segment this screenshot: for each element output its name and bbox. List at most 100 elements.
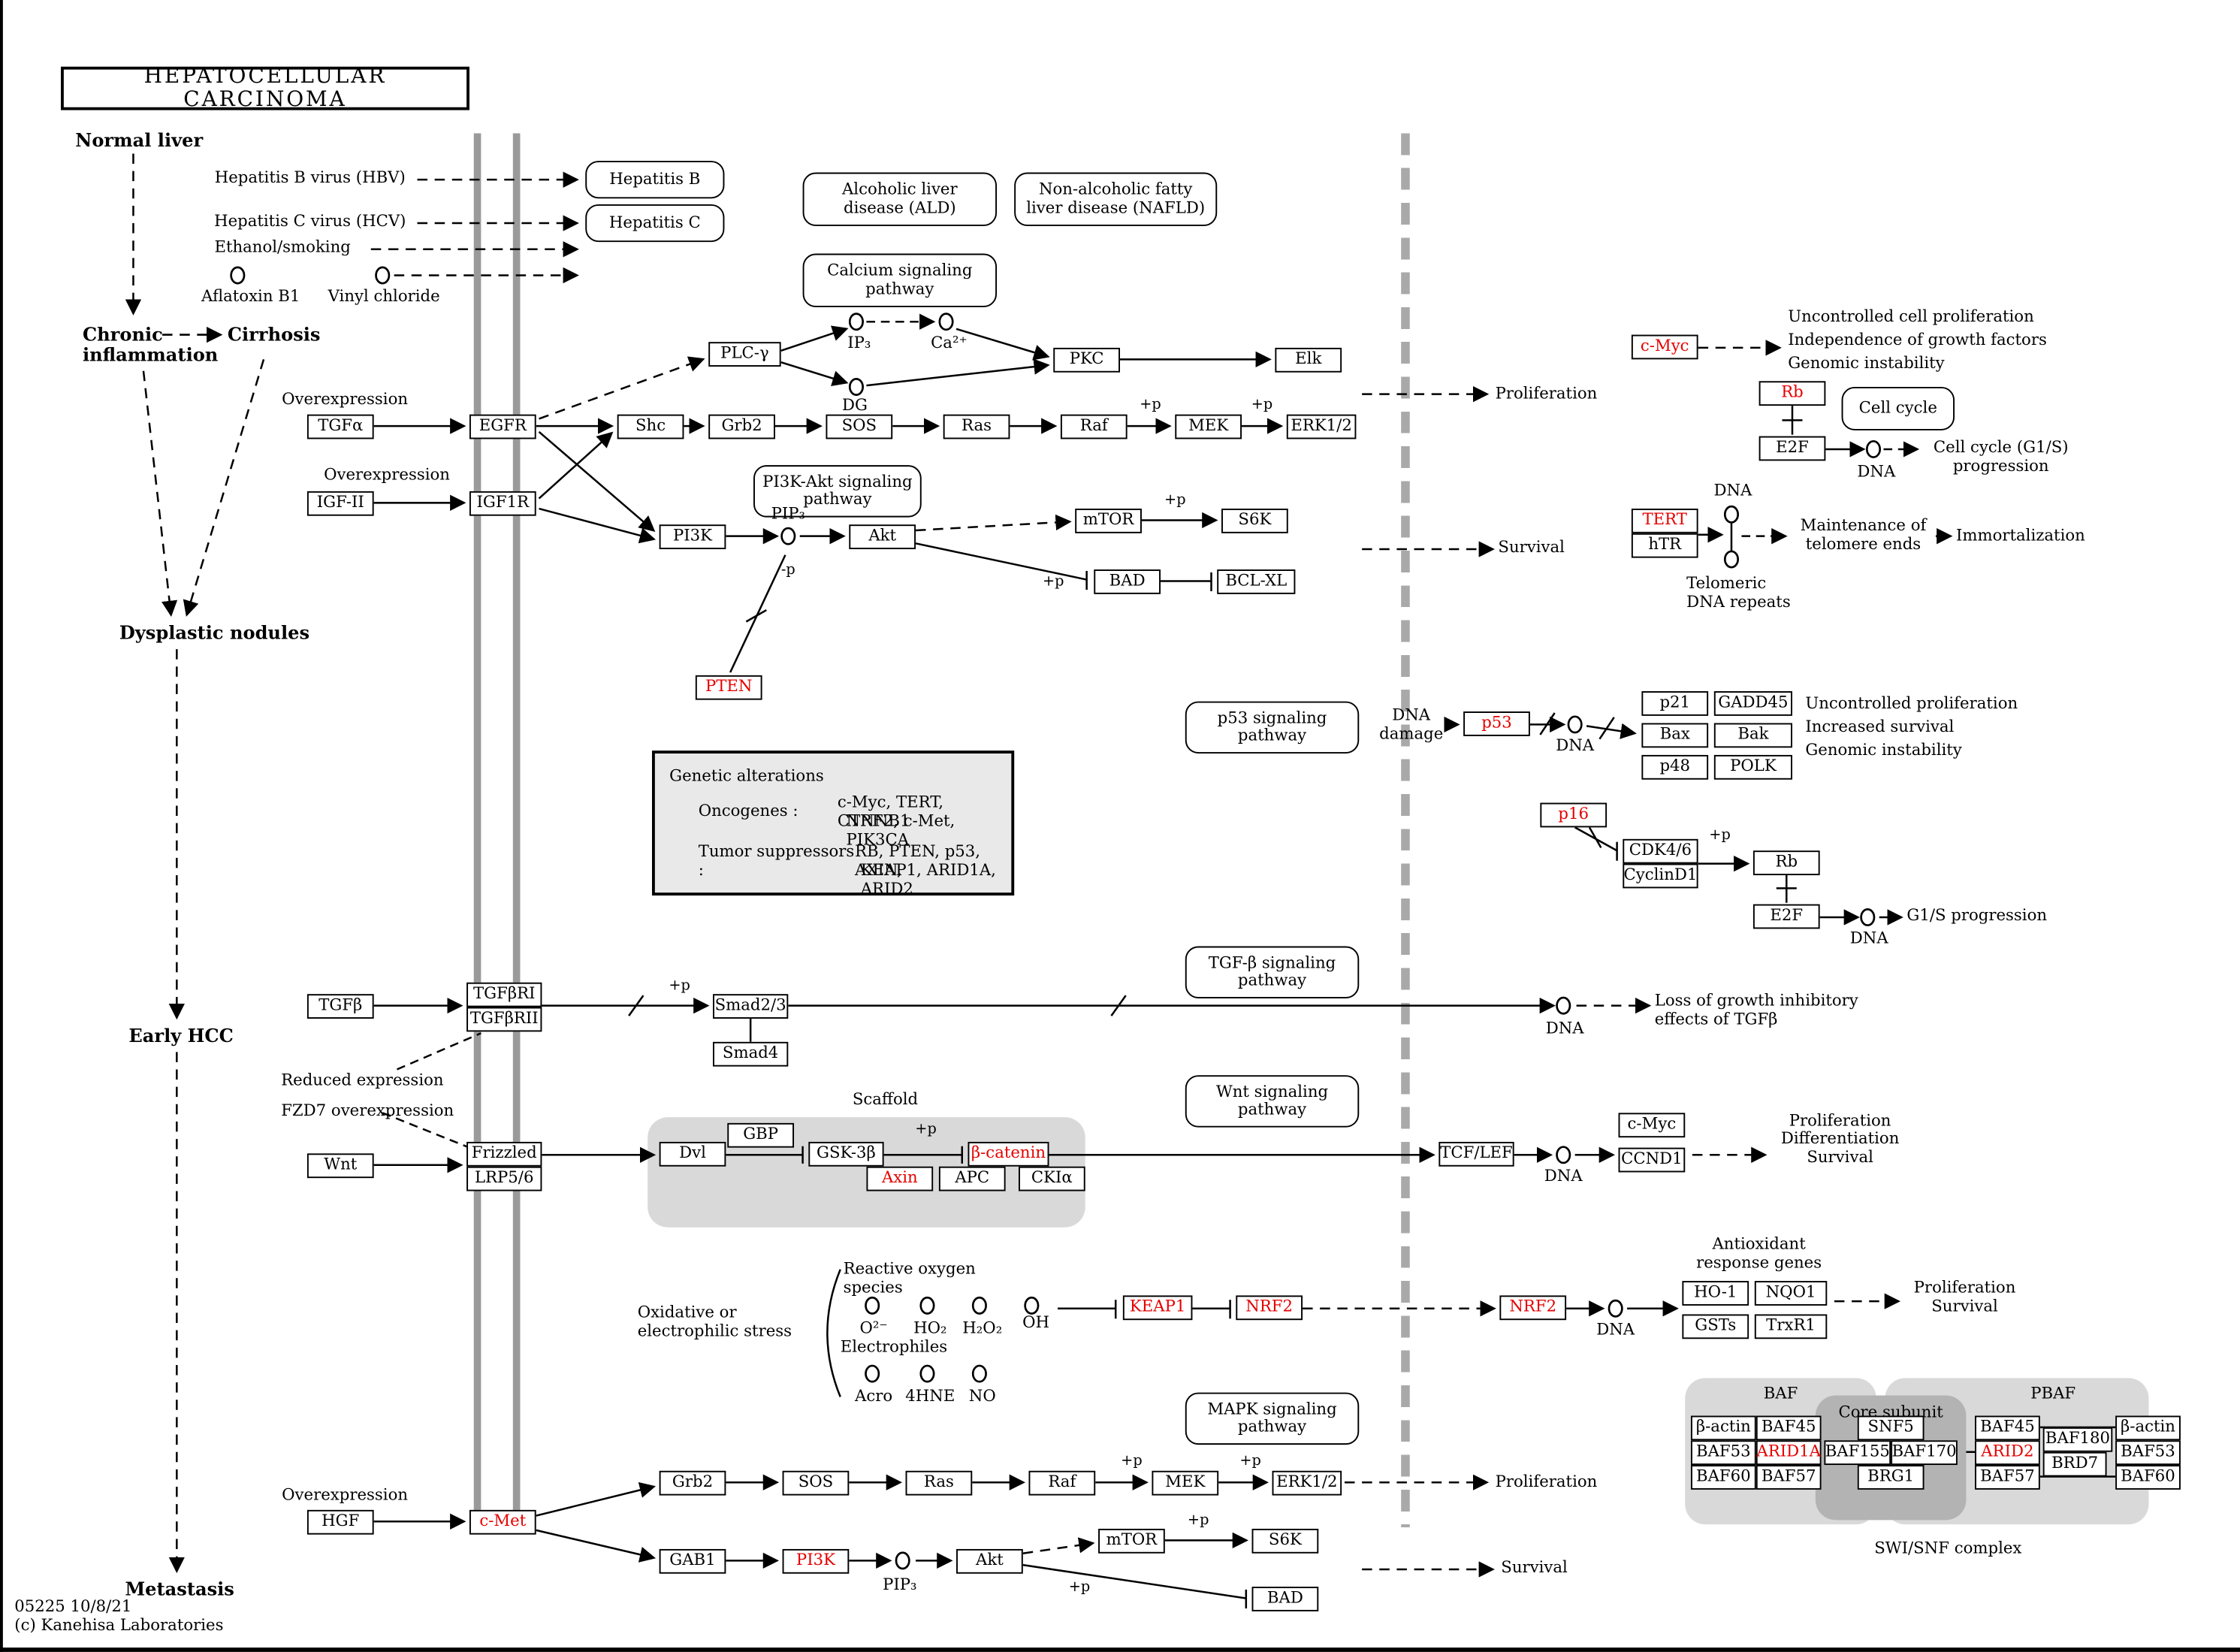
- node-frizzled[interactable]: Frizzled: [466, 1141, 542, 1167]
- node-cmyc-1[interactable]: c-Myc: [1631, 334, 1698, 360]
- node-gsts[interactable]: GSTs: [1682, 1314, 1749, 1339]
- node-p53-pathway[interactable]: p53 signaling pathway: [1185, 701, 1360, 754]
- node-tert[interactable]: TERT: [1631, 509, 1698, 533]
- node-gab1[interactable]: GAB1: [659, 1548, 726, 1574]
- node-baf53-1[interactable]: BAF53: [1690, 1440, 1756, 1466]
- node-smad4[interactable]: Smad4: [712, 1041, 789, 1067]
- node-ckia[interactable]: CKIα: [1018, 1166, 1085, 1191]
- node-arid2[interactable]: ARID2: [1975, 1440, 2040, 1466]
- node-rb-1[interactable]: Rb: [1758, 381, 1826, 406]
- node-raf-2[interactable]: Raf: [1028, 1470, 1096, 1496]
- node-tgfbr1[interactable]: TGFβRI: [466, 982, 542, 1007]
- node-hepatitis-b[interactable]: Hepatitis B: [585, 161, 725, 199]
- node-ras-2[interactable]: Ras: [905, 1470, 973, 1496]
- node-wnt-pathway[interactable]: Wnt signaling pathway: [1185, 1075, 1360, 1128]
- node-nafld[interactable]: Non-alcoholic fatty liver disease (NAFLD…: [1014, 172, 1218, 226]
- node-egfr[interactable]: EGFR: [469, 414, 536, 439]
- node-pi3k-akt-pathway[interactable]: PI3K-Akt signaling pathway: [753, 465, 922, 518]
- node-tgfbr2[interactable]: TGFβRII: [466, 1007, 542, 1032]
- node-baf155[interactable]: BAF155: [1824, 1440, 1891, 1466]
- node-keap1[interactable]: KEAP1: [1122, 1295, 1193, 1321]
- node-baf180[interactable]: BAF180: [2042, 1427, 2113, 1452]
- node-sos[interactable]: SOS: [826, 414, 893, 439]
- node-bad-1[interactable]: BAD: [1094, 569, 1161, 594]
- node-apc[interactable]: APC: [938, 1166, 1006, 1191]
- node-axin[interactable]: Axin: [866, 1166, 934, 1191]
- node-rb-2[interactable]: Rb: [1752, 850, 1820, 876]
- node-trxr1[interactable]: TrxR1: [1754, 1314, 1828, 1339]
- node-baf45-1[interactable]: BAF45: [1755, 1415, 1822, 1441]
- node-brg1[interactable]: BRG1: [1857, 1465, 1925, 1490]
- node-lrp56[interactable]: LRP5/6: [466, 1166, 542, 1191]
- node-baf60-2[interactable]: BAF60: [2115, 1465, 2181, 1490]
- node-cell-cycle[interactable]: Cell cycle: [1841, 387, 1955, 430]
- node-akt-1[interactable]: Akt: [849, 524, 916, 550]
- node-erk12[interactable]: ERK1/2: [1286, 414, 1357, 439]
- node-pten[interactable]: PTEN: [695, 675, 762, 700]
- node-erk12-2[interactable]: ERK1/2: [1272, 1470, 1342, 1496]
- node-tcflef[interactable]: TCF/LEF: [1438, 1141, 1514, 1167]
- node-bad-2[interactable]: BAD: [1251, 1587, 1319, 1611]
- node-htr[interactable]: hTR: [1631, 533, 1698, 558]
- node-dvl[interactable]: Dvl: [659, 1141, 726, 1167]
- node-baf53-2[interactable]: BAF53: [2115, 1440, 2181, 1466]
- node-p21[interactable]: p21: [1641, 691, 1709, 716]
- node-gadd45[interactable]: GADD45: [1713, 691, 1792, 716]
- node-gbp[interactable]: GBP: [727, 1122, 795, 1148]
- node-baf45-2[interactable]: BAF45: [1975, 1415, 2040, 1441]
- node-hepatitis-c[interactable]: Hepatitis C: [585, 204, 725, 243]
- node-smad23[interactable]: Smad2/3: [712, 994, 789, 1019]
- node-baf170[interactable]: BAF170: [1891, 1440, 1958, 1466]
- node-p16[interactable]: p16: [1540, 802, 1608, 828]
- node-raf[interactable]: Raf: [1060, 414, 1128, 439]
- node-grb2-2[interactable]: Grb2: [659, 1470, 726, 1496]
- node-igf2[interactable]: IGF-II: [306, 491, 374, 516]
- node-gsk3b[interactable]: GSK-3β: [808, 1141, 884, 1167]
- node-p48[interactable]: p48: [1641, 754, 1709, 780]
- node-mek[interactable]: MEK: [1175, 414, 1242, 439]
- node-cdk46[interactable]: CDK4/6: [1623, 838, 1698, 864]
- node-nrf2-1[interactable]: NRF2: [1236, 1295, 1303, 1321]
- node-s6k-2[interactable]: S6K: [1251, 1528, 1319, 1554]
- node-hgf[interactable]: HGF: [306, 1509, 374, 1535]
- node-nqo1[interactable]: NQO1: [1754, 1281, 1828, 1306]
- node-ald[interactable]: Alcoholic liver disease (ALD): [802, 172, 998, 226]
- node-bak[interactable]: Bak: [1713, 723, 1792, 748]
- node-igf1r[interactable]: IGF1R: [469, 491, 536, 516]
- node-cmyc-2[interactable]: c-Myc: [1618, 1113, 1686, 1138]
- node-baf60-1[interactable]: BAF60: [1690, 1465, 1756, 1490]
- node-bclxl[interactable]: BCL-XL: [1217, 569, 1296, 594]
- node-s6k-1[interactable]: S6K: [1221, 509, 1288, 533]
- node-cyclind1[interactable]: CyclinD1: [1623, 863, 1698, 889]
- node-pi3k-1[interactable]: PI3K: [659, 524, 726, 550]
- node-pkc[interactable]: PKC: [1053, 347, 1121, 373]
- node-ccnd1[interactable]: CCND1: [1618, 1147, 1686, 1173]
- node-bcatenin[interactable]: β-catenin: [968, 1141, 1049, 1167]
- node-ras[interactable]: Ras: [943, 414, 1010, 439]
- node-baf57-2[interactable]: BAF57: [1975, 1465, 2040, 1490]
- node-bactin-1[interactable]: β-actin: [1690, 1415, 1756, 1441]
- node-nrf2-2[interactable]: NRF2: [1499, 1295, 1567, 1321]
- node-bactin-2[interactable]: β-actin: [2115, 1415, 2181, 1441]
- node-tgfa[interactable]: TGFα: [306, 414, 374, 439]
- node-tgfb[interactable]: TGFβ: [306, 994, 374, 1019]
- node-snf5[interactable]: SNF5: [1857, 1415, 1925, 1441]
- node-polk[interactable]: POLK: [1713, 754, 1792, 780]
- node-arid1a[interactable]: ARID1A: [1755, 1440, 1822, 1466]
- node-wnt[interactable]: Wnt: [306, 1153, 374, 1179]
- node-mtor-1[interactable]: mTOR: [1075, 509, 1142, 533]
- node-brd7[interactable]: BRD7: [2042, 1451, 2107, 1477]
- node-akt-2[interactable]: Akt: [956, 1548, 1023, 1574]
- node-mtor-2[interactable]: mTOR: [1098, 1528, 1165, 1554]
- node-mapk-pathway[interactable]: MAPK signaling pathway: [1185, 1392, 1360, 1445]
- node-grb2[interactable]: Grb2: [708, 414, 775, 439]
- node-mek-2[interactable]: MEK: [1152, 1470, 1219, 1496]
- node-plcg[interactable]: PLC-γ: [708, 342, 781, 367]
- node-ho1[interactable]: HO-1: [1682, 1281, 1749, 1306]
- node-shc[interactable]: Shc: [617, 414, 684, 439]
- node-sos-2[interactable]: SOS: [782, 1470, 850, 1496]
- node-cmet[interactable]: c-Met: [469, 1509, 536, 1535]
- node-e2f-2[interactable]: E2F: [1752, 904, 1820, 929]
- node-calcium-pathway[interactable]: Calcium signaling pathway: [802, 253, 998, 307]
- node-e2f-1[interactable]: E2F: [1758, 436, 1826, 461]
